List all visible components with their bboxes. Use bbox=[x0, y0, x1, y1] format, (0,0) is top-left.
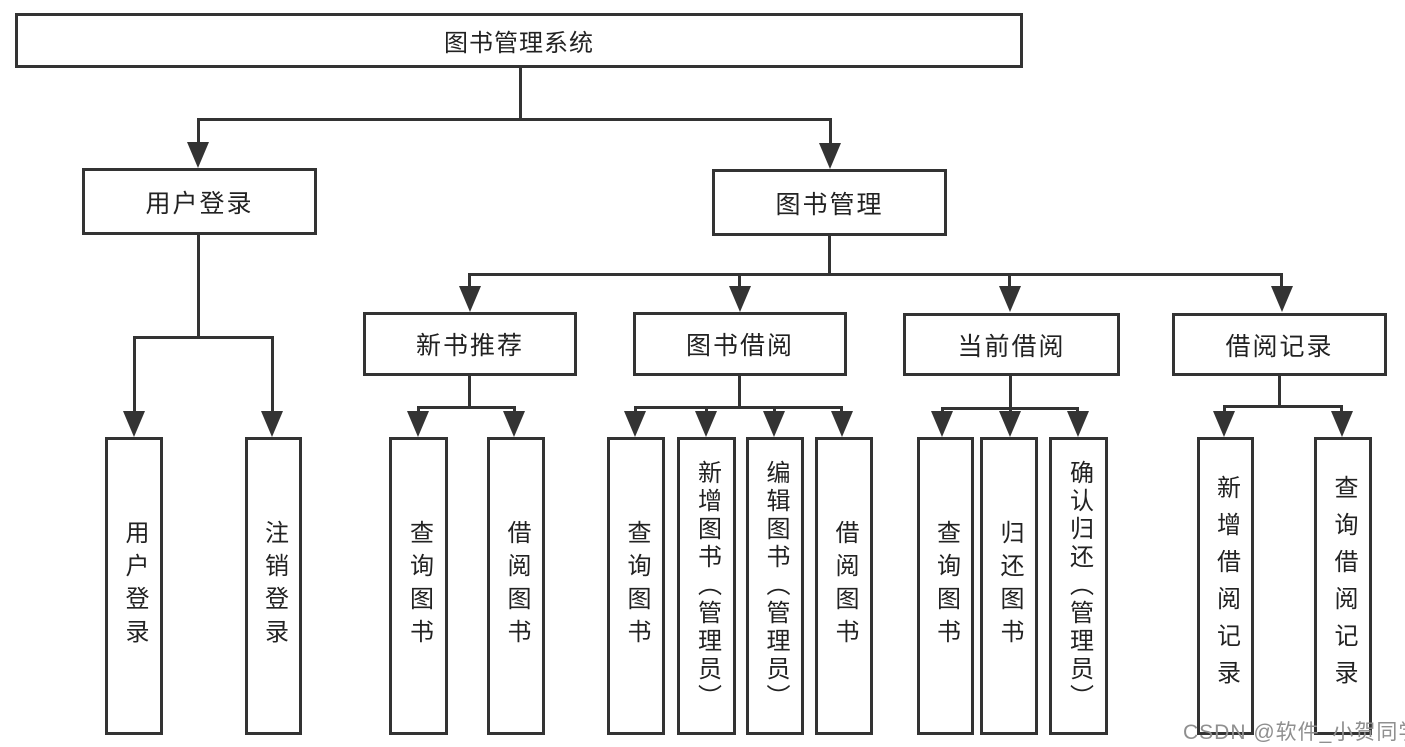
leaf-cb-query-books: 查询图书 bbox=[917, 437, 974, 735]
connector-drop-br-add bbox=[1223, 405, 1226, 414]
connector-drop-user-login bbox=[197, 118, 200, 144]
arrowhead-user-login bbox=[187, 142, 209, 168]
leaf-br-add-record: 新增借阅记录 bbox=[1197, 437, 1254, 735]
leaf-user-login-label: 用户登录 bbox=[121, 520, 148, 652]
leaf-bb-add-books-admin-label: 新增图书（管理员） bbox=[693, 460, 721, 712]
leaf-cb-confirm-return-admin-label: 确认归还（管理员） bbox=[1065, 460, 1093, 712]
connector-drop-bb-add bbox=[705, 406, 708, 414]
leaf-logout-label: 注销登录 bbox=[260, 520, 288, 652]
connector-level2-bus bbox=[197, 118, 831, 121]
connector-drop-nb-query bbox=[417, 406, 420, 414]
arrowhead-bb-add bbox=[695, 411, 717, 437]
node-user-login-label: 用户登录 bbox=[145, 189, 254, 218]
connector-borrow-records-stem bbox=[1278, 376, 1281, 406]
leaf-nb-query-books-label: 查询图书 bbox=[405, 520, 433, 652]
connector-drop-cb-confirm bbox=[1076, 407, 1079, 414]
leaf-nb-borrow-books-label: 借阅图书 bbox=[503, 520, 530, 652]
connector-drop-current-borrow bbox=[1008, 273, 1011, 288]
node-current-borrowing: 当前借阅 bbox=[903, 313, 1120, 376]
leaf-cb-return-books: 归还图书 bbox=[980, 437, 1038, 735]
node-current-borrowing-label: 当前借阅 bbox=[957, 332, 1066, 361]
leaf-bb-query-books-label: 查询图书 bbox=[623, 520, 650, 652]
leaf-cb-return-books-label: 归还图书 bbox=[996, 520, 1023, 652]
connector-drop-cb-return bbox=[1009, 407, 1012, 414]
connector-user-login-stem bbox=[197, 235, 200, 336]
connector-user-login-bus bbox=[133, 336, 274, 339]
leaf-bb-borrow-books-label: 借阅图书 bbox=[831, 520, 858, 652]
connector-level3-bus bbox=[469, 273, 1283, 276]
connector-new-books-stem bbox=[468, 376, 471, 407]
leaf-bb-edit-books-admin-label: 编辑图书（管理员） bbox=[762, 460, 789, 712]
leaf-bb-query-books: 查询图书 bbox=[607, 437, 665, 735]
node-book-borrowing-label: 图书借阅 bbox=[685, 332, 794, 360]
arrowhead-borrow-records bbox=[1271, 286, 1293, 312]
csdn-watermark: CSDN @软件_小贺同学 bbox=[1183, 721, 1405, 744]
leaf-user-login: 用户登录 bbox=[105, 437, 163, 735]
connector-book-borrow-stem bbox=[738, 376, 741, 407]
arrowhead-bb-query bbox=[624, 411, 646, 437]
node-new-book-recommend-label: 新书推荐 bbox=[415, 332, 524, 360]
node-root-label: 图书管理系统 bbox=[444, 30, 594, 57]
leaf-nb-query-books: 查询图书 bbox=[389, 437, 448, 735]
connector-current-borrow-stem bbox=[1009, 375, 1012, 408]
leaf-cb-confirm-return-admin: 确认归还（管理员） bbox=[1049, 437, 1108, 735]
arrowhead-logout-leaf bbox=[261, 411, 283, 437]
leaf-br-add-record-label: 新增借阅记录 bbox=[1212, 475, 1240, 697]
node-root: 图书管理系统 bbox=[15, 13, 1023, 68]
node-book-borrowing: 图书借阅 bbox=[633, 312, 847, 376]
connector-drop-nb-borrow bbox=[513, 406, 516, 414]
connector-drop-book-mgmt bbox=[829, 118, 832, 144]
arrowhead-current-borrow bbox=[999, 286, 1021, 312]
node-book-management-label: 图书管理 bbox=[775, 190, 884, 219]
connector-drop-bb-borrow bbox=[840, 406, 843, 414]
node-borrowing-records-label: 借阅记录 bbox=[1225, 332, 1334, 361]
leaf-logout: 注销登录 bbox=[245, 437, 302, 735]
leaf-cb-query-books-label: 查询图书 bbox=[932, 520, 960, 652]
leaf-br-query-record-label: 查询借阅记录 bbox=[1330, 475, 1357, 697]
connector-new-books-bus bbox=[417, 406, 516, 409]
connector-drop-new-books bbox=[468, 273, 471, 288]
connector-borrow-records-bus bbox=[1223, 405, 1343, 408]
arrowhead-new-books bbox=[459, 286, 481, 312]
arrowhead-br-add bbox=[1213, 411, 1235, 437]
connector-drop-login-leaf bbox=[133, 336, 136, 413]
arrowhead-cb-return bbox=[999, 411, 1021, 437]
connector-drop-bb-query bbox=[634, 406, 637, 414]
connector-drop-logout-leaf bbox=[271, 336, 274, 413]
arrowhead-cb-confirm bbox=[1067, 411, 1089, 437]
connector-book-mgmt-stem bbox=[828, 236, 831, 273]
leaf-nb-borrow-books: 借阅图书 bbox=[487, 437, 545, 735]
connector-drop-book-borrow bbox=[738, 273, 741, 288]
arrowhead-book-borrow bbox=[729, 286, 751, 312]
leaf-bb-borrow-books: 借阅图书 bbox=[815, 437, 873, 735]
arrowhead-bb-borrow bbox=[831, 411, 853, 437]
arrowhead-book-mgmt bbox=[819, 143, 841, 169]
connector-drop-br-query bbox=[1340, 405, 1343, 414]
node-book-management: 图书管理 bbox=[712, 169, 947, 236]
arrowhead-nb-borrow bbox=[503, 411, 525, 437]
leaf-bb-edit-books-admin: 编辑图书（管理员） bbox=[746, 437, 804, 735]
arrowhead-login-leaf bbox=[123, 411, 145, 437]
node-user-login: 用户登录 bbox=[82, 168, 317, 235]
connector-drop-bb-edit bbox=[773, 406, 776, 414]
node-borrowing-records: 借阅记录 bbox=[1172, 313, 1387, 376]
arrowhead-br-query bbox=[1331, 411, 1353, 437]
connector-root-stem bbox=[519, 68, 522, 120]
leaf-br-query-record: 查询借阅记录 bbox=[1314, 437, 1372, 735]
connector-drop-borrow-records bbox=[1280, 273, 1283, 288]
node-new-book-recommend: 新书推荐 bbox=[363, 312, 577, 376]
arrowhead-cb-query bbox=[931, 411, 953, 437]
arrowhead-nb-query bbox=[407, 411, 429, 437]
arrowhead-bb-edit bbox=[763, 411, 785, 437]
leaf-bb-add-books-admin: 新增图书（管理员） bbox=[677, 437, 736, 735]
connector-drop-cb-query bbox=[941, 407, 944, 414]
connector-book-borrow-bus bbox=[634, 406, 843, 409]
